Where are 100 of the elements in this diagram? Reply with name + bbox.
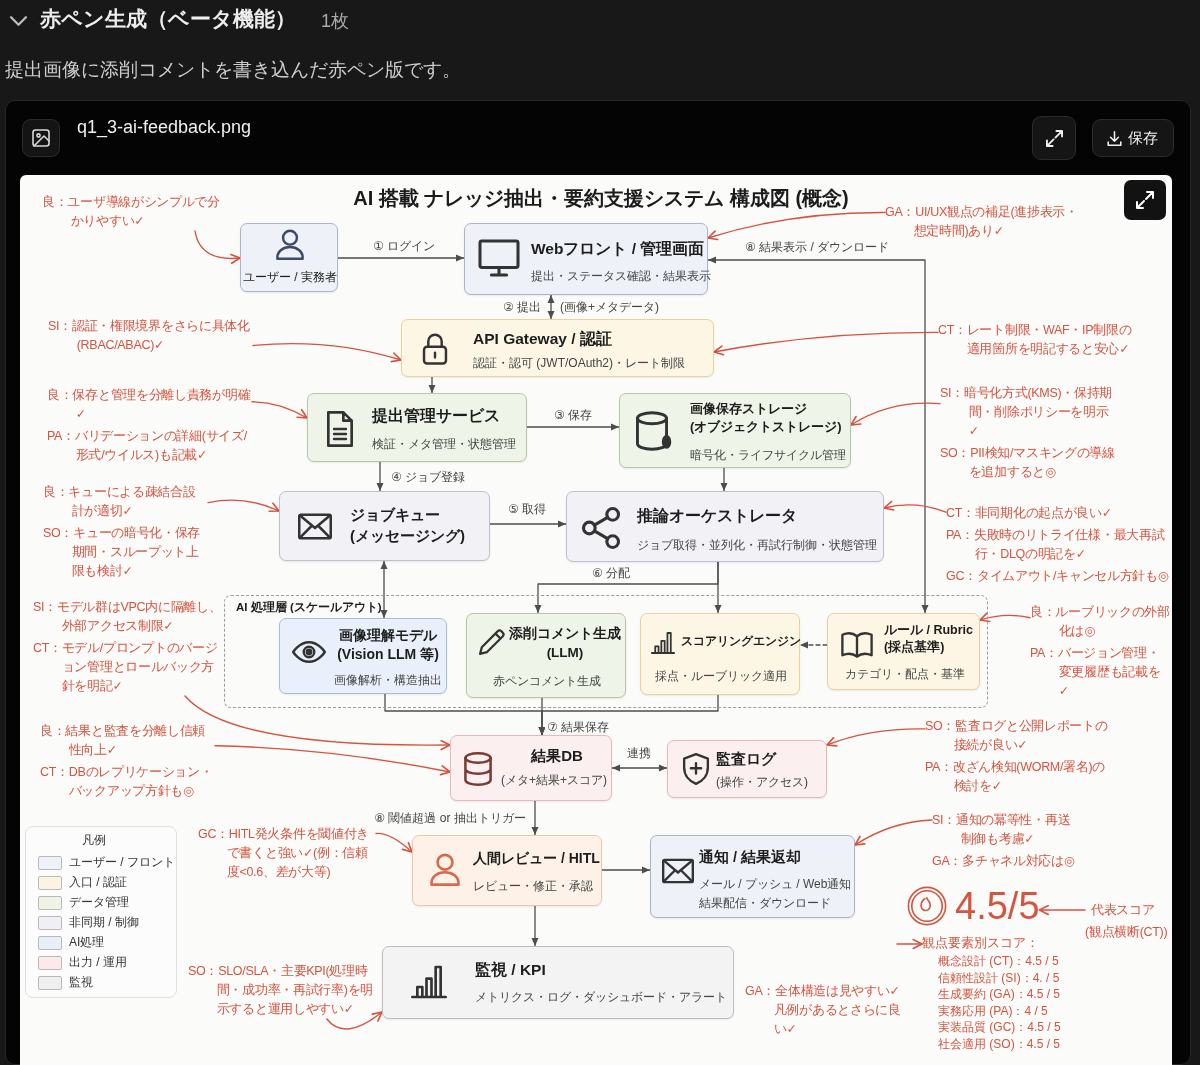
box-subtitle: メール / プッシュ / Web通知 (699, 876, 852, 893)
handwritten-note: PA：失敗時のリトライ仕様・最大再試行・DLQの明記を✓ (946, 527, 1166, 563)
arrow (601, 866, 651, 874)
arrow (531, 800, 539, 836)
arrow-note: (画像+メタデータ) (558, 300, 661, 315)
legend-label: データ管理 (69, 894, 129, 910)
box-subtitle: 結果配信・ダウンロード (699, 895, 831, 912)
box-subtitle: 検証・メタ管理・状態管理 (372, 436, 516, 453)
edge-label: ⑧ 閾値超過 or 抽出トリガー (372, 810, 528, 826)
page-heading: 赤ペン生成（ベータ機能） (40, 6, 296, 32)
box-subtitle: 認証・認可 (JWT/OAuth2)・レート制限 (473, 355, 685, 372)
box-title: Webフロント / 管理画面 (531, 239, 705, 259)
edge-label: 連携 (625, 745, 653, 761)
score-line: 実務応用 (PA)：4 / 5 (938, 1002, 1048, 1020)
handwritten-note: 良：ルーブリックの外部化は◎ (1030, 604, 1170, 640)
process-box (401, 319, 714, 377)
diagram-title: AI 搭載 ナレッジ抽出・要約支援システム 構成図 (概念) (353, 186, 849, 211)
handwritten-note: SO：PII検知/マスキングの導線を追加すると◎ (940, 445, 1116, 481)
handwritten-note: SI：通知の冪等性・再送制御も考慮✓ (932, 812, 1072, 848)
box-title: 結果DB (531, 746, 583, 766)
handwritten-note: GA：UI/UX観点の補足(進捗表示・想定時間)あり✓ (885, 204, 1079, 240)
handwritten-arrow (252, 342, 402, 363)
arrow (611, 764, 668, 772)
box-title: 監査ログ (716, 749, 776, 769)
handwritten-note: SI：認証・権限境界をさらに具体化(RBAC/ABAC)✓ (48, 318, 251, 354)
process-box (412, 835, 602, 906)
handwritten-arrow (207, 499, 280, 513)
handwritten-arrow (850, 402, 941, 426)
handwritten-arrow (194, 230, 241, 264)
handwritten-note: CT：非同期化の起点が良い✓ (946, 505, 1112, 522)
box-title: 添削コメント生成 (LLM) (508, 625, 622, 662)
handwritten-note: 良：保存と管理を分離し責務が明確✓ (47, 387, 252, 423)
process-box (466, 613, 626, 698)
process-box (307, 393, 527, 462)
process-box (279, 618, 447, 694)
edge-label: ⑦ 結果保存 (544, 719, 612, 735)
handwritten-note: PA：改ざん検知(WORM/署名)の検討を✓ (925, 759, 1107, 795)
process-box (240, 223, 338, 292)
handwritten-arrow (1038, 904, 1086, 916)
box-subtitle: (操作・アクセス) (716, 774, 808, 791)
arrow (799, 641, 828, 649)
handwritten-note: CT：モデル/プロンプトのバージョン管理とロールバック方針を明記✓ (33, 640, 219, 695)
box-subtitle: 採点・ルーブリック適用 (655, 668, 787, 685)
handwritten-note: 代表スコア (1091, 902, 1155, 919)
handwritten-note: (観点横断(CT)) (1085, 924, 1168, 941)
box-subtitle: メトリクス・ログ・ダッシュボード・アラート (475, 989, 727, 1006)
arrow (337, 254, 465, 262)
process-box (650, 835, 855, 918)
handwritten-note: 良：ユーザ導線がシンプルで分かりやすい✓ (42, 194, 221, 230)
box-title: 提出管理サービス (372, 406, 500, 426)
box-subtitle: 提出・ステータス確認・結果表示 (531, 268, 711, 285)
handwritten-note: 観点要素別スコア： (922, 935, 1039, 952)
legend-label: 監視 (69, 974, 93, 990)
handwritten-note: PA：バリデーションの詳細(サイズ/形式/ウイルス)も記載✓ (47, 428, 248, 464)
legend-label: 出力 / 運用 (69, 954, 127, 970)
arrow (707, 256, 929, 614)
handwritten-note: PA：バージョン管理・変更履歴も記載を✓ (1030, 645, 1162, 700)
handwritten-arrow (184, 695, 451, 751)
handwritten-note: GC：HITL発火条件を閾値付きで書くと強い✓(例：信頼度<0.6、差が大等) (198, 826, 371, 881)
dashed-group-box (224, 595, 988, 708)
box-title: 画像保存ストレージ (オブジェクトストレージ) (690, 400, 843, 436)
score-text: 4.5/5 (955, 884, 1040, 928)
handwritten-note: GC：タイムアウト/キャンセル方針も◎ (946, 568, 1169, 585)
arrow (380, 560, 388, 619)
handwritten-note: SI：モデル群はVPC内に隔離し、外部アクセス制限✓ (33, 599, 223, 635)
handwritten-note: 良：結果と監査を分離し信頼性向上✓ (40, 723, 207, 759)
arrow (547, 294, 555, 320)
legend-label: ユーザー / フロント (69, 854, 175, 870)
process-box (827, 613, 980, 690)
handwritten-arrow (883, 500, 947, 513)
arrow (720, 467, 728, 492)
process-box (566, 491, 884, 562)
box-subtitle: ジョブ取得・並列化・再試行制御・状態管理 (637, 537, 877, 554)
group-label: AI 処理層 (スケールアウト) (236, 600, 382, 615)
handwritten-arrow (375, 832, 413, 853)
handwritten-note: 良：キューによる疎結合設計が適切✓ (43, 484, 197, 520)
score-line: 概念設計 (CT)：4.5 / 5 (938, 953, 1059, 970)
handwritten-note: CT：DBのレプリケーション・バックアップ方針も◎ (40, 764, 214, 800)
handwritten-arrow (214, 745, 451, 776)
handwritten-arrow (896, 938, 923, 950)
handwritten-note: CT：レート制限・WAF・IP制限の適用箇所を明記すると安心✓ (938, 322, 1133, 358)
handwritten-note: GA：多チャネル対応は◎ (932, 853, 1075, 870)
legend-label: AI処理 (69, 934, 105, 950)
box-title: 人間レビュー / HITL (473, 849, 600, 868)
handwritten-arrow (713, 331, 939, 356)
process-box (450, 735, 612, 801)
handwritten-note: SI：暗号化方式(KMS)・保持期間・削除ポリシーを明示✓ (940, 385, 1114, 440)
box-subtitle: 暗号化・ライフサイクル管理 (690, 447, 846, 464)
process-box (640, 613, 800, 695)
box-title: スコアリングエンジン (681, 634, 801, 649)
process-box (382, 946, 734, 1019)
description-text: 提出画像に添削コメントを書き込んだ赤ペン版です。 (5, 58, 461, 82)
process-box (619, 393, 851, 468)
legend-label: 入口 / 認証 (69, 874, 127, 890)
box-title: 通知 / 結果返却 (699, 848, 802, 867)
process-box (279, 491, 490, 561)
arrow (538, 694, 719, 736)
box-subtitle: カテゴリ・配点・基準 (844, 666, 965, 683)
score-line: 信頼性設計 (SI)：4. / 5 (938, 969, 1060, 987)
file-name: q1_3-ai-feedback.png (77, 117, 252, 138)
